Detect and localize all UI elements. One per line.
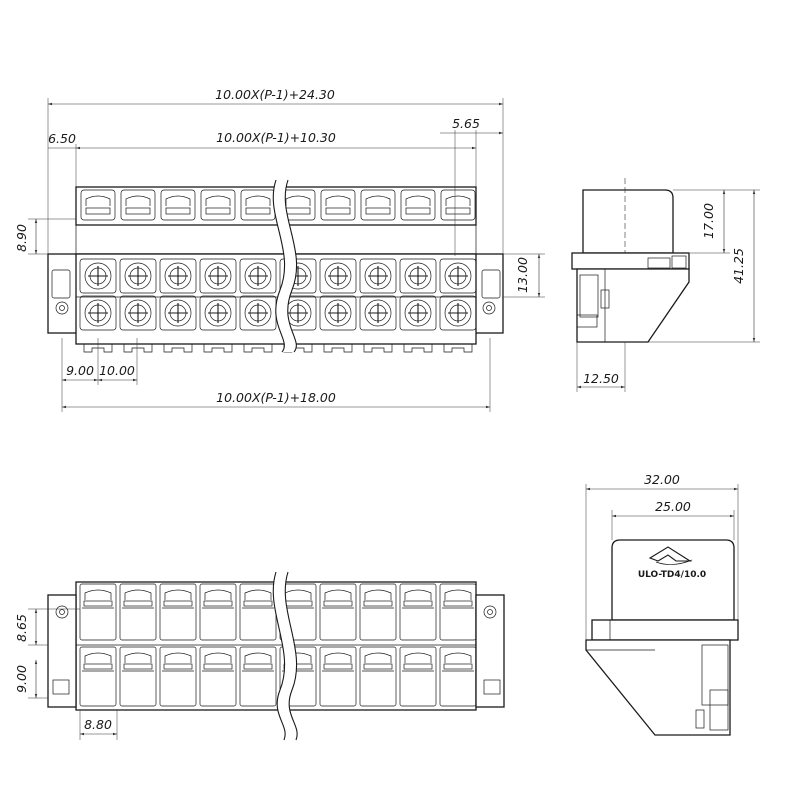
top-pole <box>359 189 397 353</box>
front-break-line-right <box>284 571 298 741</box>
screw-head <box>124 299 152 327</box>
front-right-hole <box>483 605 497 619</box>
front-pole <box>79 583 117 707</box>
top-dimensions: 10.00X(P-1)+24.30 10.00X(P-1)+10.30 6.50… <box>14 87 545 412</box>
end-dimensions: 32.00 25.00 <box>585 472 739 640</box>
screw-head <box>364 299 392 327</box>
front-break-gap <box>273 572 298 740</box>
dim-end-inner: 25.00 <box>655 499 691 514</box>
dim-front-pitch: 8.80 <box>84 717 112 732</box>
screw-head <box>324 262 352 290</box>
top-pole <box>79 189 117 353</box>
screw-head <box>164 299 192 327</box>
front-pole <box>439 583 477 707</box>
screw-head <box>204 262 232 290</box>
top-break-line-left <box>272 179 285 353</box>
front-left-flange <box>47 594 77 708</box>
right-mounting-hole <box>482 301 496 315</box>
top-pole <box>439 189 477 353</box>
end-logo: ULO-TD4/10.0 <box>638 546 706 580</box>
top-pole <box>319 189 357 353</box>
end-base <box>585 639 731 736</box>
front-pole-group <box>79 583 477 707</box>
dim-pitch: 10.00 <box>99 363 135 378</box>
end-flange <box>591 619 739 641</box>
dim-top-inner: 10.00X(P-1)+10.30 <box>216 130 336 145</box>
screw-head <box>404 262 432 290</box>
dim-right-height: 13.00 <box>515 257 530 293</box>
side-flange <box>571 252 690 270</box>
screw-head <box>124 262 152 290</box>
dim-top-left-offset: 6.50 <box>48 131 76 146</box>
screw-head <box>444 299 472 327</box>
screw-head <box>404 299 432 327</box>
top-view <box>47 179 504 353</box>
front-pole <box>159 583 197 707</box>
dim-top-overall: 10.00X(P-1)+24.30 <box>215 87 335 102</box>
top-pole <box>239 189 277 353</box>
dim-front-row-b: 9.00 <box>14 665 29 693</box>
dim-bottom-overall: 10.00X(P-1)+18.00 <box>216 390 336 405</box>
dim-pitch-first: 9.00 <box>66 363 94 378</box>
dim-front-row-a: 8.65 <box>14 614 29 642</box>
right-flange-slot <box>481 269 501 299</box>
end-view: ULO-TD4/10.0 <box>585 539 739 736</box>
front-dimensions: 8.65 9.00 8.80 <box>14 608 118 740</box>
screw-head <box>324 299 352 327</box>
front-break-line-left <box>272 571 286 741</box>
top-break-line-right <box>284 179 297 353</box>
dim-side-total-height: 41.25 <box>731 248 746 284</box>
front-pole <box>239 583 277 707</box>
screw-head <box>364 262 392 290</box>
top-pole <box>159 189 197 353</box>
front-pole <box>119 583 157 707</box>
top-pole <box>119 189 157 353</box>
side-cap <box>582 189 674 254</box>
top-pole <box>399 189 437 353</box>
dim-side-top-height: 17.00 <box>701 203 716 239</box>
front-pole <box>399 583 437 707</box>
dim-end-overall: 32.00 <box>644 472 680 487</box>
screw-head <box>204 299 232 327</box>
front-pole <box>199 583 237 707</box>
top-pole <box>199 189 237 353</box>
side-base <box>576 268 690 343</box>
logo-text: ULO-TD4/10.0 <box>638 570 706 580</box>
screw-head <box>84 299 112 327</box>
screw-head <box>244 262 272 290</box>
dim-side-width: 12.50 <box>583 371 619 386</box>
end-contact <box>701 644 729 706</box>
left-mounting-hole <box>55 301 69 315</box>
side-dimensions: 17.00 41.25 12.50 <box>576 189 760 392</box>
dim-left-height: 8.90 <box>14 224 29 252</box>
front-pole <box>319 583 357 707</box>
front-pole <box>359 583 397 707</box>
screw-head <box>244 299 272 327</box>
screw-head <box>164 262 192 290</box>
dim-top-right-offset: 5.65 <box>452 116 480 131</box>
front-left-hole <box>55 605 69 619</box>
side-view <box>571 178 690 343</box>
screw-head <box>84 262 112 290</box>
front-view <box>47 571 505 741</box>
left-flange-slot <box>51 269 71 299</box>
screw-head <box>444 262 472 290</box>
side-contact <box>579 274 599 318</box>
